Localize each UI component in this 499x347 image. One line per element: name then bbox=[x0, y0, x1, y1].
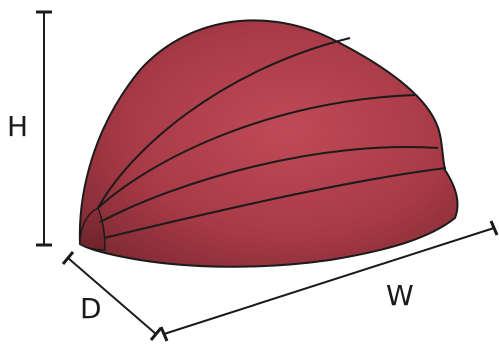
height-label: H bbox=[7, 110, 28, 143]
height-dimension: H bbox=[7, 10, 52, 247]
depth-dimension: D bbox=[61, 251, 163, 341]
front-facet bbox=[79, 206, 106, 251]
depth-label: D bbox=[80, 292, 102, 325]
rib-seam-4 bbox=[103, 167, 447, 239]
rib-seam-3 bbox=[99, 146, 439, 223]
width-label: W bbox=[386, 279, 414, 312]
rib-seam-1 bbox=[97, 37, 351, 209]
dome-shape bbox=[78, 19, 459, 268]
width-dimension: W bbox=[159, 220, 499, 342]
rib-seam-2 bbox=[97, 94, 416, 209]
